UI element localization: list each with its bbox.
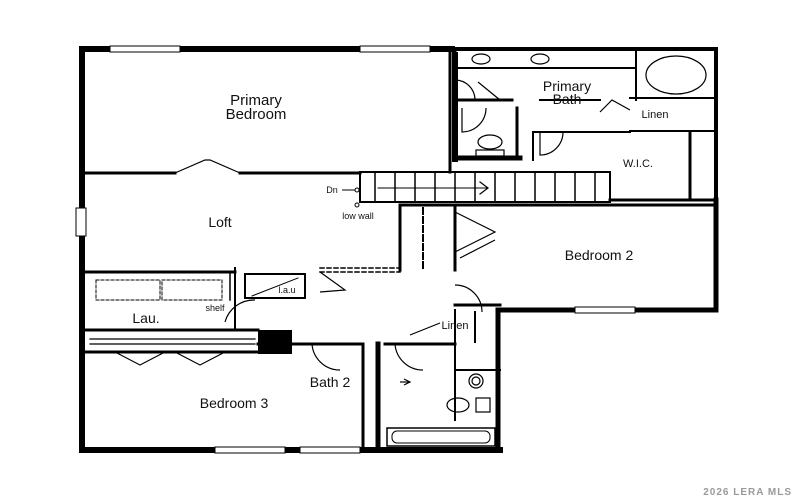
- linen-hall-label: Linen: [442, 320, 469, 332]
- bath-2-label: Bath 2: [310, 374, 351, 390]
- vanity-sink-left: [471, 53, 491, 65]
- wic-label: W.I.C.: [623, 158, 653, 170]
- door-swings: [114, 79, 631, 386]
- low-wall-label: low wall: [342, 211, 374, 221]
- annotation-marks: [342, 187, 360, 208]
- primary-bath-label-2: Bath: [553, 91, 582, 107]
- watermark: 2026 LERA MLS: [703, 487, 792, 498]
- laundry-shelf-label: shelf: [205, 303, 225, 313]
- bath2-toilet-bowl: [446, 397, 470, 413]
- stairs-down-label: Dn: [326, 185, 338, 195]
- primary-bedroom-label-2: Bedroom: [226, 106, 287, 123]
- toilet-tank: [475, 149, 505, 157]
- room-labels: Primary Bedroom Primary Bath Linen W.I.C…: [132, 78, 668, 411]
- solid-blocks: [258, 52, 458, 354]
- bath2-sink: [468, 373, 484, 389]
- laundry-label: Lau.: [132, 310, 159, 326]
- linen-primary-label: Linen: [642, 109, 669, 121]
- primary-bedroom-label-1: Primary: [230, 92, 282, 109]
- bathtub: [645, 55, 707, 95]
- window-marks: [75, 45, 636, 454]
- vanity-sink-right: [530, 53, 550, 65]
- fixtures: [446, 53, 707, 413]
- laundry-unit-label: l.a.u: [278, 285, 295, 295]
- walls: [79, 46, 719, 453]
- toilet-bowl: [477, 134, 503, 150]
- bedroom-2-label: Bedroom 2: [565, 247, 634, 263]
- loft-label: Loft: [208, 214, 231, 230]
- bedroom-3-label: Bedroom 3: [200, 395, 269, 411]
- primary-bath-label-1: Primary: [543, 78, 591, 94]
